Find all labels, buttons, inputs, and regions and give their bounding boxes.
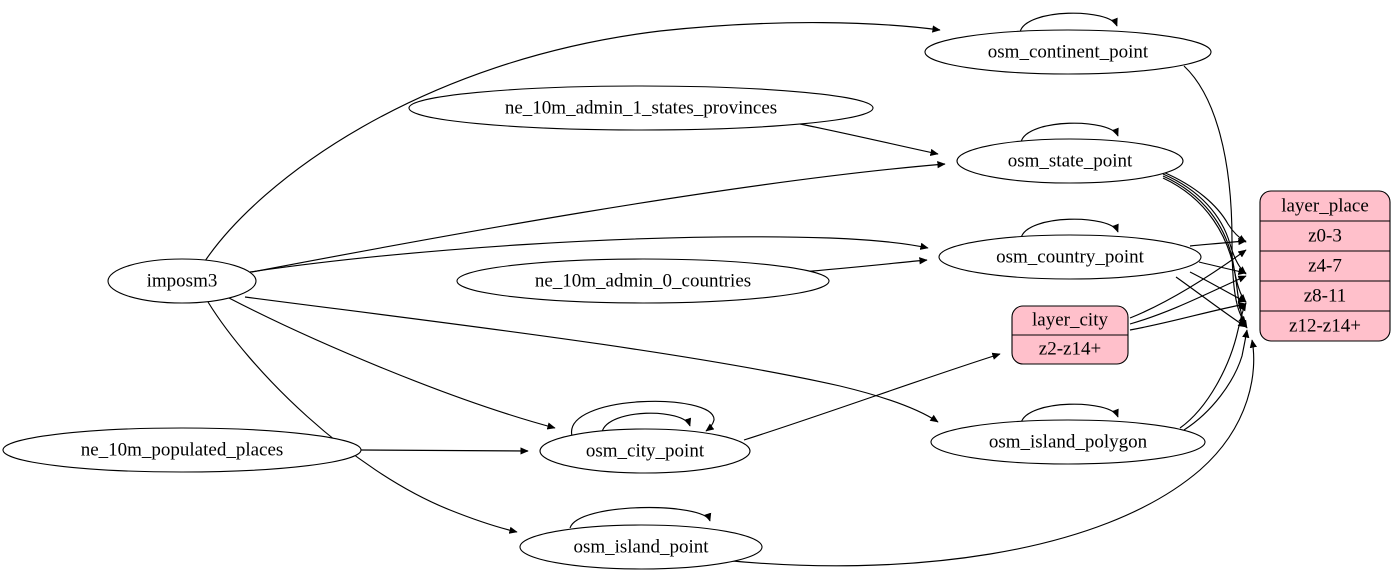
selfloop-osm_country_point bbox=[1020, 218, 1119, 239]
edge-imposm3-osm_state_point bbox=[251, 161, 946, 273]
selfloop-osm_island_point bbox=[569, 507, 712, 529]
edge-layer_city-layer_place-z0 bbox=[1129, 249, 1247, 319]
edge-osm_city_point-layer_city-z2 bbox=[743, 352, 1001, 441]
node-osm_city_point[interactable]: osm_city_point bbox=[539, 428, 751, 474]
node-layer: imposm3 ne_10m_admin_1_states_provinces … bbox=[2, 29, 1212, 570]
edge-imposm3-osm_island_polygon bbox=[244, 296, 939, 423]
node-label-osm_state_point: osm_state_point bbox=[1008, 150, 1133, 171]
node-shape-osm_island_point[interactable] bbox=[519, 524, 763, 570]
edge-osm_country_point-layer_place-z4 bbox=[1198, 261, 1247, 275]
record-node-layer_city[interactable]: layer_city z2-z14+ bbox=[1011, 305, 1129, 365]
edge-osm_state_point-layer_place-z0 bbox=[1162, 171, 1247, 243]
node-imposm3[interactable]: imposm3 bbox=[107, 258, 257, 304]
edge-imposm3-osm_country_point bbox=[249, 236, 929, 273]
node-shape-imposm3[interactable] bbox=[107, 258, 257, 304]
node-osm_island_polygon[interactable]: osm_island_polygon bbox=[930, 419, 1206, 465]
node-label-osm_continent_point: osm_continent_point bbox=[988, 41, 1149, 62]
node-label-ne_10m_populated_places: ne_10m_populated_places bbox=[81, 439, 284, 460]
node-label-osm_country_point: osm_country_point bbox=[996, 246, 1144, 267]
node-label-ne_10m_admin_1_states_provinces: ne_10m_admin_1_states_provinces bbox=[505, 97, 777, 118]
record-row-layer_city-0[interactable]: z2-z14+ bbox=[1039, 338, 1101, 359]
record-row-layer_place-0[interactable]: z0-3 bbox=[1308, 225, 1342, 246]
record-title-layer_place: layer_place bbox=[1281, 195, 1369, 216]
record-row-layer_place-3[interactable]: z12-z14+ bbox=[1289, 315, 1361, 336]
edge-imposm3-osm_island_point bbox=[207, 301, 518, 534]
node-shape-ne_10m_admin_1_states_provinces[interactable] bbox=[408, 85, 874, 131]
edge-osm_state_point-layer_place-z12 bbox=[1162, 177, 1248, 329]
selfloop-outer-osm_city_point bbox=[571, 400, 715, 437]
edge-osm_island_point-layer_place-z12 bbox=[721, 339, 1257, 567]
edge-osm_country_point-layer_place-z12 bbox=[1175, 276, 1247, 328]
edge-osm_state_point-layer_place-z8 bbox=[1162, 175, 1247, 303]
node-ne_10m_populated_places[interactable]: ne_10m_populated_places bbox=[2, 427, 362, 473]
node-shape-ne_10m_admin_0_countries[interactable] bbox=[456, 258, 830, 304]
node-shape-osm_island_polygon[interactable] bbox=[930, 419, 1206, 465]
node-label-osm_city_point: osm_city_point bbox=[586, 440, 705, 461]
node-label-imposm3: imposm3 bbox=[147, 270, 218, 291]
node-shape-osm_state_point[interactable] bbox=[956, 138, 1184, 184]
node-ne_10m_admin_1_states_provinces[interactable]: ne_10m_admin_1_states_provinces bbox=[408, 85, 874, 131]
edge-layer_city-layer_place-z8 bbox=[1129, 301, 1247, 331]
node-shape-osm_city_point[interactable] bbox=[539, 428, 751, 474]
selfloop-osm_state_point bbox=[1020, 122, 1119, 143]
selfloop-inner-osm_city_point bbox=[601, 412, 692, 433]
edge-layer_city-layer_place-z4 bbox=[1129, 275, 1247, 325]
edge-imposm3-osm_continent_point bbox=[204, 22, 941, 262]
node-shape-osm_country_point[interactable] bbox=[938, 234, 1202, 280]
node-ne_10m_admin_0_countries[interactable]: ne_10m_admin_0_countries bbox=[456, 258, 830, 304]
node-shape-osm_continent_point[interactable] bbox=[924, 29, 1212, 75]
node-osm_country_point[interactable]: osm_country_point bbox=[938, 234, 1202, 280]
edge-osm_island_polygon-layer_place-z8 bbox=[1179, 302, 1247, 429]
edge-osm_state_point-layer_place-z4 bbox=[1162, 173, 1247, 275]
node-osm_state_point[interactable]: osm_state_point bbox=[956, 138, 1184, 184]
edge-osm_island_polygon-layer_place-z12 bbox=[1183, 329, 1250, 431]
record-node-layer: layer_city z2-z14+ layer_place z0-3 z4-7… bbox=[1011, 190, 1391, 365]
record-row-layer_place-1[interactable]: z4-7 bbox=[1308, 255, 1342, 276]
node-osm_island_point[interactable]: osm_island_point bbox=[519, 524, 763, 570]
record-title-layer_city: layer_city bbox=[1032, 309, 1108, 330]
selfloop-osm_island_polygon bbox=[1020, 403, 1119, 424]
edge-layer bbox=[204, 12, 1257, 567]
edge-osm_country_point-layer_place-z0 bbox=[1189, 237, 1247, 247]
node-shape-ne_10m_populated_places[interactable] bbox=[2, 427, 362, 473]
node-label-ne_10m_admin_0_countries: ne_10m_admin_0_countries bbox=[535, 270, 751, 291]
record-shape-layer_place[interactable] bbox=[1259, 190, 1391, 342]
edge-ne_countries-osm_country_point bbox=[799, 257, 928, 273]
edge-ne_states_provinces-osm_state_point bbox=[799, 123, 939, 156]
record-row-layer_place-2[interactable]: z8-11 bbox=[1304, 285, 1347, 306]
selfloop-osm_continent_point bbox=[1019, 12, 1118, 33]
node-osm_continent_point[interactable]: osm_continent_point bbox=[924, 29, 1212, 75]
edge-imposm3-osm_city_point bbox=[228, 297, 556, 430]
edge-ne_populated_places-osm_city_point bbox=[360, 447, 529, 455]
node-label-osm_island_polygon: osm_island_polygon bbox=[989, 431, 1148, 452]
record-node-layer_place[interactable]: layer_place z0-3 z4-7 z8-11 z12-z14+ bbox=[1259, 190, 1391, 342]
node-label-osm_island_point: osm_island_point bbox=[573, 536, 709, 557]
